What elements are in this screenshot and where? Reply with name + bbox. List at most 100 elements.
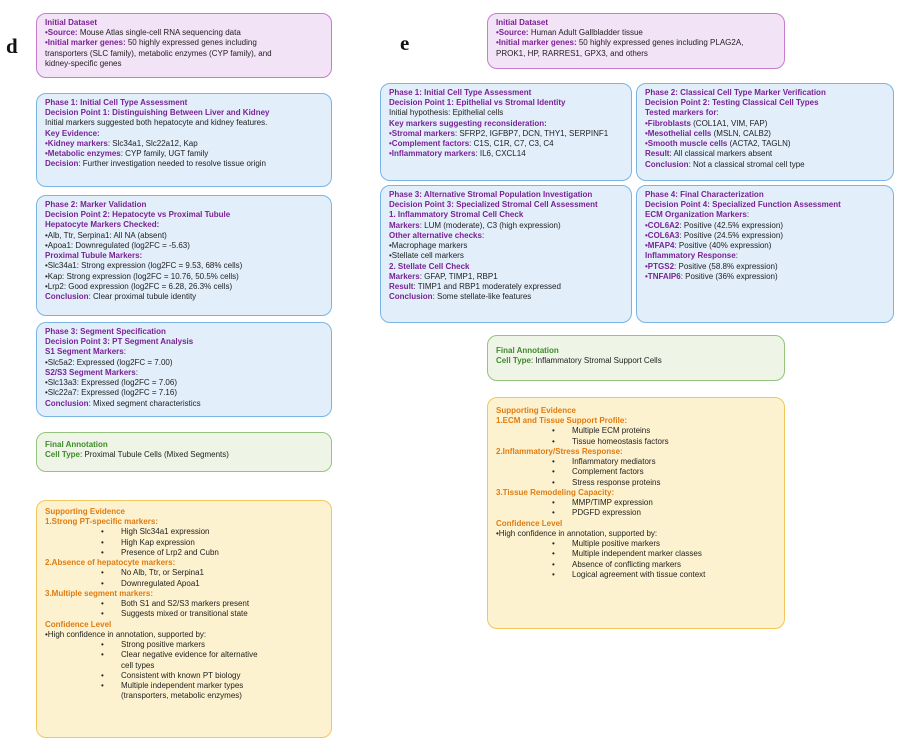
box-line: Decision: Further investigation needed t… [45, 159, 323, 169]
evidence-item: MMP/TIMP expression [496, 498, 776, 508]
line-value: : CYP family, UGT family [120, 149, 209, 159]
line-key: Decision [45, 159, 79, 169]
evidence-item: No Alb, Ttr, or Serpina1 [45, 568, 323, 578]
line-key: •Mesothelial cells [645, 128, 712, 138]
line-value: : TIMP1 and RBP1 moderately expressed [413, 282, 561, 292]
line-value: •Alb, Ttr, Serpina1: All NA (absent) [45, 230, 167, 240]
box-line: •Metabolic enzymes: CYP family, UGT fami… [45, 149, 323, 159]
box-title: Phase 4: Final Characterization [645, 190, 764, 199]
evidence-item: High Kap expression [45, 538, 323, 548]
line-value: Human Adult Gallbladder tissue [528, 28, 643, 38]
evidence-item: Both S1 and S2/S3 markers present [45, 599, 323, 609]
box-line: •Stellate cell markers [389, 251, 623, 261]
line-value: •Slc22a7: Expressed (log2FC = 7.16) [45, 388, 177, 398]
line-key: Markers [389, 220, 420, 230]
line-key: Proximal Tubule Markers: [45, 251, 143, 261]
line-value: : Some stellate-like features [432, 292, 532, 302]
panel-label-d: d [6, 34, 18, 58]
box-line: Markers: GFAP, TIMP1, RBP1 [389, 272, 623, 282]
box-title: Phase 2: Classical Cell Type Marker Veri… [645, 88, 826, 97]
box-line: •Stromal markers: SFRP2, IGFBP7, DCN, TH… [389, 129, 623, 139]
box-line: Key markers suggesting reconsideration: [389, 119, 623, 129]
evidence-item: Complement factors [496, 467, 776, 477]
line-key: Markers [389, 271, 420, 281]
d-initial-dataset-box: Initial Dataset•Source: Mouse Atlas sing… [36, 13, 332, 78]
evidence-item: Presence of Lrp2 and Cubn [45, 548, 323, 558]
confidence-title: Confidence Level [45, 619, 112, 629]
line-value: : Clear proximal tubule identity [88, 292, 197, 302]
box-line: Decision Point 3: Specialized Stromal Ce… [389, 200, 623, 210]
line-key: •PTGS2 [645, 261, 675, 271]
box-line: Result: All classical markers absent [645, 149, 885, 159]
confidence-title: Confidence Level [496, 518, 563, 528]
line-key: Tested markers for [645, 108, 717, 118]
line-key: •Fibroblasts [645, 118, 691, 128]
line-value: •Slc34a1: Strong expression (log2FC = 9.… [45, 261, 243, 271]
box-line: •Inflammatory markers: IL6, CXCL14 [389, 149, 623, 159]
box-line: •Mesothelial cells (MSLN, CALB2) [645, 129, 885, 139]
evidence-heading: 1.Strong PT-specific markers: [45, 517, 158, 527]
box-line: Decision Point 2: Hepatocyte vs Proximal… [45, 210, 323, 220]
box-title: Phase 1: Initial Cell Type Assessment [45, 98, 188, 107]
box-line: kidney-specific genes [45, 59, 323, 69]
box-line: Other alternative checks: [389, 231, 623, 241]
box-line: Decision Point 1: Epithelial vs Stromal … [389, 98, 623, 108]
box-line: •Initial marker genes: 50 highly express… [496, 38, 776, 48]
box-line: Conclusion: Clear proximal tubule identi… [45, 292, 323, 302]
line-key: Conclusion [45, 398, 89, 408]
e-phase2-box: Phase 2: Classical Cell Type Marker Veri… [636, 83, 894, 181]
d-final-label: Cell Type [45, 450, 80, 460]
line-key: Hepatocyte Markers Checked: [45, 220, 160, 230]
evidence-item: High Slc34a1 expression [45, 527, 323, 537]
line-key: •Initial marker genes: [496, 38, 577, 48]
box-line: Initial hypothesis: Epithelial cells [389, 108, 623, 118]
line-key: •Kidney markers [45, 138, 108, 148]
confidence-intro: •High confidence in annotation, supporte… [45, 629, 207, 639]
line-value: •Slc5a2: Expressed (log2FC = 7.00) [45, 357, 173, 367]
confidence-item: Multiple positive markers [496, 539, 722, 549]
box-line: •Smooth muscle cells (ACTA2, TAGLN) [645, 139, 885, 149]
box-line: •Macrophage markers [389, 241, 623, 251]
line-value: : C1S, C1R, C7, C3, C4 [469, 139, 554, 149]
box-line: Decision Point 3: PT Segment Analysis [45, 337, 323, 347]
line-value: : Not a classical stromal cell type [688, 159, 805, 169]
line-key: •Source: [45, 28, 78, 38]
box-line: •Initial marker genes: 50 highly express… [45, 38, 323, 48]
confidence-item: Consistent with known PT biology [45, 671, 271, 681]
confidence-item: Multiple independent marker classes [496, 549, 722, 559]
evidence-heading: 2.Inflammatory/Stress Response: [496, 446, 623, 456]
box-line: Hepatocyte Markers Checked: [45, 220, 323, 230]
e-initial-dataset-box: Initial Dataset•Source: Human Adult Gall… [487, 13, 785, 69]
box-line: 1. Inflammatory Stromal Cell Check [389, 210, 623, 220]
line-key: •Smooth muscle cells [645, 139, 728, 149]
box-line: •Slc13a3: Expressed (log2FC = 7.06) [45, 378, 323, 388]
box-line: •Complement factors: C1S, C1R, C7, C3, C… [389, 139, 623, 149]
line-value: : Positive (40% expression) [674, 241, 772, 251]
box-line: Conclusion: Not a classical stromal cell… [645, 160, 885, 170]
line-value: (MSLN, CALB2) [711, 128, 771, 138]
confidence-item: Multiple independent marker types (trans… [45, 681, 271, 701]
box-title: Phase 3: Alternative Stromal Population … [389, 190, 593, 199]
evidence-heading: 2.Absence of hepatocyte markers: [45, 558, 176, 568]
box-line: Decision Point 2: Testing Classical Cell… [645, 98, 885, 108]
e-final-title: Final Annotation [496, 346, 559, 355]
box-title: Initial Dataset [45, 18, 98, 27]
line-value: : Mixed segment characteristics [88, 398, 201, 408]
box-line: •Fibroblasts (COL1A1, VIM, FAP) [645, 119, 885, 129]
line-key: S2/S3 Segment Markers [45, 367, 136, 377]
evidence-item: Tissue homeostasis factors [496, 437, 776, 447]
box-line: •TNFAIP6: Positive (36% expression) [645, 272, 885, 282]
line-key: •Stromal markers [389, 128, 455, 138]
line-value: PROK1, HP, RARRES1, GPX3, and others [496, 48, 648, 58]
line-value: : [735, 251, 738, 261]
evidence-item: Downregulated Apoa1 [45, 579, 323, 589]
confidence-item: Logical agreement with tissue context [496, 570, 722, 580]
line-value: •Kap: Strong expression (log2FC = 10.76,… [45, 271, 239, 281]
box-line: Conclusion: Some stellate-like features [389, 292, 623, 302]
line-value: : [746, 210, 750, 220]
box-line: Markers: LUM (moderate), C3 (high expres… [389, 221, 623, 231]
